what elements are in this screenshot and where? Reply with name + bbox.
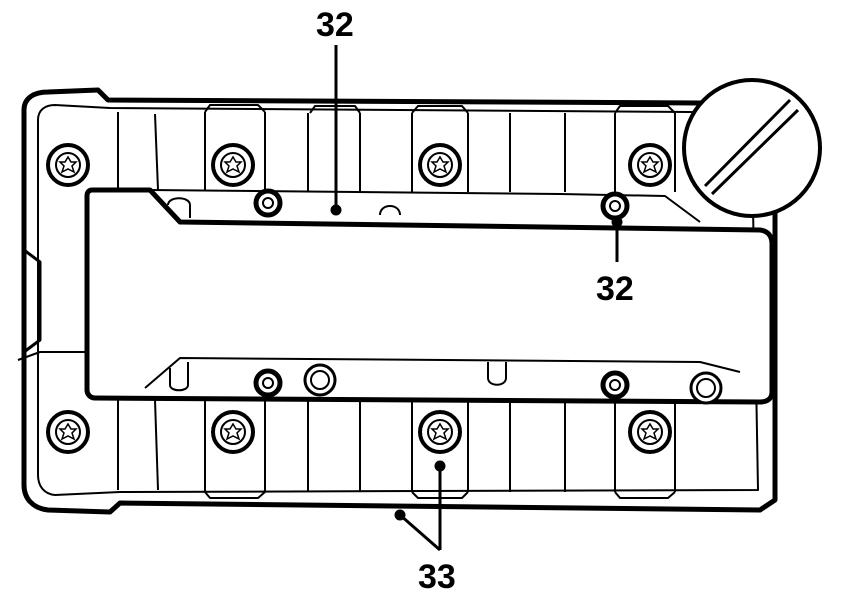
gasket-opening	[84, 187, 775, 405]
hole-plug-icon	[253, 188, 283, 218]
torx-bolt-icon	[46, 410, 90, 454]
callout-leaders	[330, 45, 623, 552]
torx-bolt-icon	[211, 410, 255, 454]
hole-plug-icon	[303, 363, 337, 397]
callout-label-seal-bottom: 33	[418, 558, 456, 596]
hole-plug-icon	[689, 371, 723, 405]
oil-filler-cap-icon	[682, 78, 822, 218]
torx-bolt-icon	[418, 143, 462, 187]
hole-plug-icon	[253, 368, 283, 398]
callout-label-gasket-top: 32	[316, 6, 354, 44]
hole-plug-icon	[600, 191, 630, 221]
top-ribs	[117, 104, 676, 192]
bottom-ribs	[17, 351, 676, 499]
torx-bolt-icon	[211, 143, 255, 187]
bolts	[46, 143, 672, 454]
torx-bolt-icon	[628, 143, 672, 187]
torx-bolt-icon	[628, 410, 672, 454]
valve-cover-body	[17, 87, 778, 515]
callout-label-gasket-right: 32	[596, 270, 634, 308]
torx-bolt-icon	[46, 143, 90, 187]
hole-plug-icon	[600, 370, 630, 400]
leader-seal-bottom-2	[399, 513, 441, 552]
torx-bolt-icon	[418, 410, 462, 454]
